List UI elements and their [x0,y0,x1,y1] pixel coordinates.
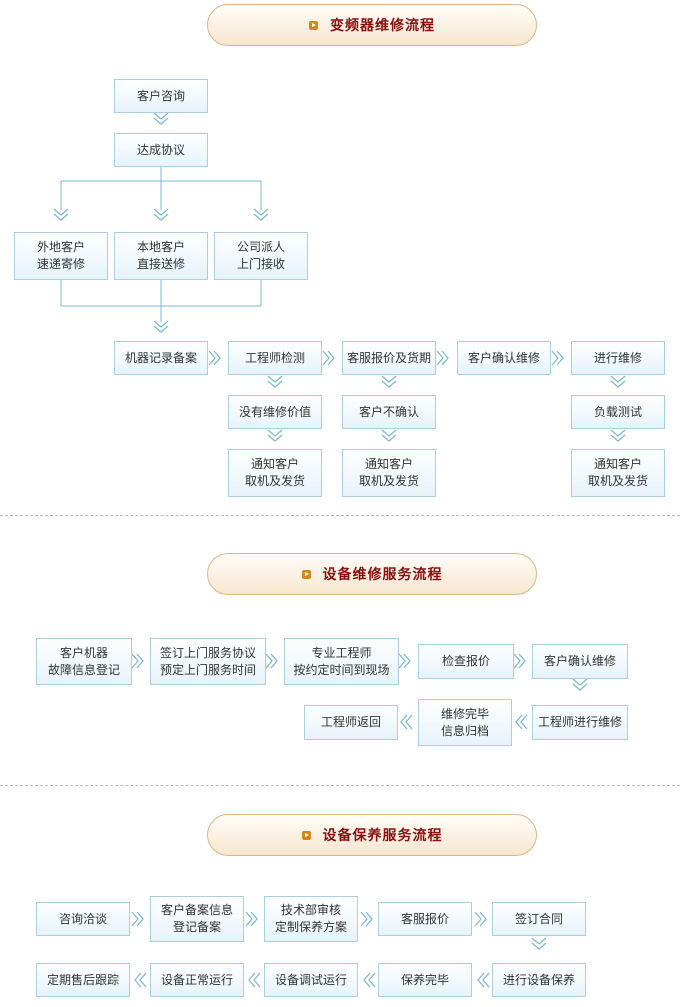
flow-step-after-sales-tracking: 定期售后跟踪 [36,963,130,997]
section-title-text: 设备维修服务流程 [322,567,443,583]
flow-step-engineer-return: 工程师返回 [304,705,398,740]
flow-step-customer-record: 客户备案信息 登记备案 [150,896,244,942]
flow-step-debug-run: 设备调试运行 [264,963,358,997]
bullet-icon [301,830,311,840]
flow-step-archive: 维修完毕 信息归档 [418,699,512,746]
bullet-icon [301,569,311,579]
section-title-text: 变频器维修流程 [330,18,435,34]
flow-step-maintenance-done: 保养完毕 [378,963,472,997]
flow-step-agreement: 达成协议 [114,133,208,167]
flow-step-no-repair-value: 没有维修价值 [228,395,322,429]
flow-step-fault-register: 客户机器 故障信息登记 [36,638,132,685]
section-title-text: 设备保养服务流程 [322,828,443,844]
flow-step-normal-run: 设备正常运行 [150,963,244,997]
flow-step-repair: 进行维修 [571,341,665,375]
flow-step-engineer-test: 工程师检测 [228,341,322,375]
flow-step-customer-decline: 客户不确认 [342,395,436,429]
bullet-icon [309,20,318,30]
flow-step-sign-contract: 签订合同 [492,902,586,936]
flow-step-load-test: 负载测试 [571,395,665,429]
flow-step-inspect-quote: 检查报价 [418,644,514,679]
flow-step-engineer-repair: 工程师进行维修 [532,705,628,740]
section-title-onsite-service: 设备维修服务流程 [207,553,537,595]
section-title-maintenance: 设备保养服务流程 [207,814,537,856]
flow-step-consult: 咨询洽谈 [36,902,130,936]
flow-step-record-machine: 机器记录备案 [114,341,208,375]
flow-step-do-maintenance: 进行设备保养 [492,963,586,997]
section-divider [0,785,680,786]
section-title-repair: 变频器维修流程 [207,4,537,46]
flow-step-local-customer: 本地客户 直接送修 [114,232,208,280]
section-divider [0,515,680,516]
flow-step-notify-pickup: 通知客户 取机及发货 [228,449,322,497]
flow-step-notify-pickup: 通知客户 取机及发货 [571,449,665,497]
flow-step-service-quote: 客服报价 [378,902,472,936]
flow-step-tech-review: 技术部审核 定制保养方案 [264,896,358,942]
flow-step-remote-customer: 外地客户 速递寄修 [14,232,108,280]
flow-step-notify-pickup: 通知客户 取机及发货 [342,449,436,497]
flow-step-customer-confirm: 客户确认维修 [532,644,628,679]
flow-step-company-pickup: 公司派人 上门接收 [214,232,308,280]
flow-step-customer-inquiry: 客户咨询 [114,79,208,113]
flow-step-engineer-onsite: 专业工程师 按约定时间到现场 [284,638,399,685]
flow-step-quote: 客服报价及货期 [342,341,436,375]
flow-step-sign-service: 签订上门服务协议 预定上门服务时间 [150,638,266,685]
flow-step-customer-confirm: 客户确认维修 [457,341,551,375]
